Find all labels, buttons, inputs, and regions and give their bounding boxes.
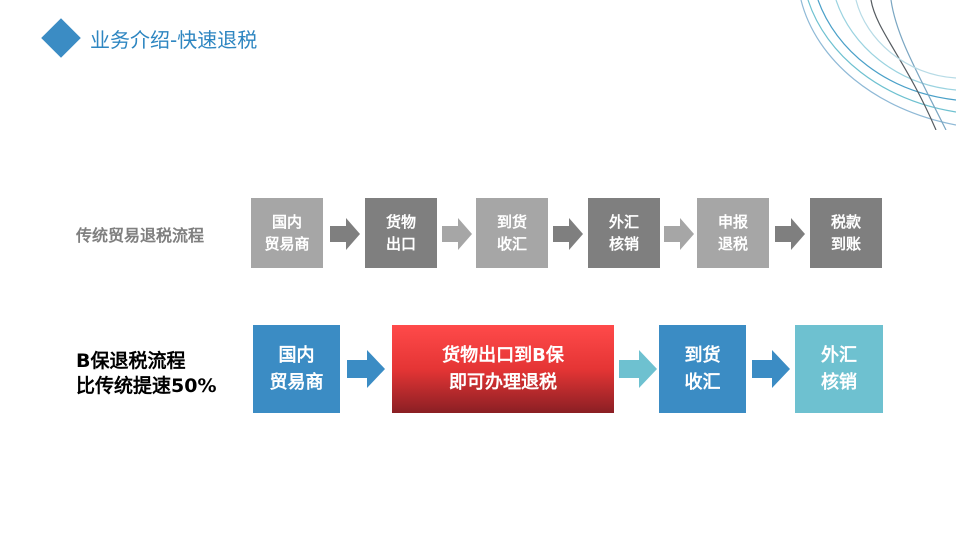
step-line2: 贸易商: [269, 372, 324, 393]
arrow-right-icon: [442, 218, 472, 250]
arrow-right-icon: [619, 350, 657, 388]
step-line2: 核销: [608, 235, 639, 253]
trad-step-goods-export: 货物 出口: [365, 198, 437, 268]
trad-step-payment-receipt: 到货 收汇: [476, 198, 548, 268]
step-line1: 货物出口到B保: [442, 345, 564, 366]
step-line1: 外汇: [608, 213, 639, 231]
page-title: 业务介绍-快速退税: [90, 28, 258, 52]
decorative-lines: [800, 0, 956, 130]
step-line1: 税款: [830, 213, 861, 231]
step-line2: 收汇: [496, 235, 527, 253]
arrow-right-icon: [347, 350, 385, 388]
arrow-right-icon: [752, 350, 790, 388]
step-line1: 国内: [271, 213, 302, 231]
trad-step-forex-verification: 外汇 核销: [588, 198, 660, 268]
trad-step-declare-refund: 申报 退税: [697, 198, 769, 268]
step-line1: 申报: [717, 213, 748, 231]
arrow-right-icon: [664, 218, 694, 250]
step-line2: 即可办理退税: [449, 372, 557, 393]
trad-step-domestic-trader: 国内 贸易商: [251, 198, 323, 268]
bonded-step-forex-verification: 外汇 核销: [795, 325, 883, 413]
step-line2: 核销: [821, 372, 857, 393]
bonded-step-payment-receipt: 到货 收汇: [659, 325, 746, 413]
step-line2: 出口: [385, 235, 416, 253]
step-line2: 退税: [717, 235, 748, 253]
step-line2: 收汇: [684, 372, 721, 393]
arrow-right-icon: [553, 218, 583, 250]
traditional-process-label: 传统贸易退税流程: [76, 226, 205, 245]
step-line2: 到账: [830, 235, 861, 253]
bonded-step-export-to-bonded: 货物出口到B保 即可办理退税: [392, 325, 614, 413]
arrow-right-icon: [775, 218, 805, 250]
trad-step-tax-received: 税款 到账: [810, 198, 882, 268]
step-line1: 到货: [684, 345, 721, 366]
bonded-label-line2: 比传统提速50%: [76, 375, 217, 397]
step-line2: 贸易商: [264, 235, 310, 253]
bonded-step-domestic-trader: 国内 贸易商: [253, 325, 340, 413]
step-line1: 国内: [278, 345, 315, 366]
arrow-right-icon: [330, 218, 360, 250]
step-line1: 货物: [385, 213, 416, 231]
bonded-label-line1: B保退税流程: [76, 350, 186, 372]
diamond-icon: [41, 18, 81, 58]
bonded-process-label: B保退税流程 比传统提速50%: [76, 349, 216, 399]
step-line1: 到货: [496, 213, 527, 231]
step-line1: 外汇: [821, 345, 857, 366]
